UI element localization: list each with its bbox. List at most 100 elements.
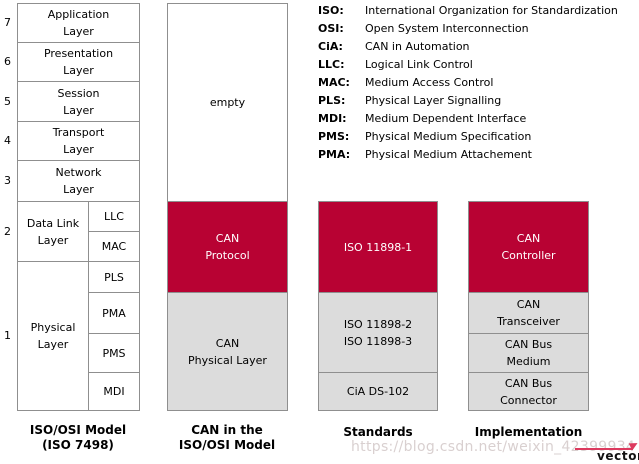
implementation-can-bus-medium-box: CAN Bus Medium	[468, 333, 589, 373]
box-label-line: Transceiver	[497, 315, 560, 328]
osi-network-layer-box: Network Layer	[17, 160, 140, 202]
box-label-line: ISO 11898-3	[343, 334, 413, 348]
abbreviation-legend: ISO: International Organization for Stan…	[318, 2, 618, 164]
box-label-line: LLC	[104, 210, 124, 223]
osi-pls-box: PLS	[88, 261, 140, 293]
layer-number-4: 4	[4, 134, 11, 147]
box-label-line: Transport	[52, 126, 105, 139]
caption-line: (ISO 7498)	[42, 438, 114, 452]
box-label-line: Layer	[37, 338, 69, 351]
legend-definition: Physical Medium Specification	[365, 130, 532, 143]
osi-pma-box: PMA	[88, 292, 140, 334]
legend-row: PMS: Physical Medium Specification	[318, 128, 618, 146]
caption-standards: Standards	[318, 425, 438, 440]
box-label-line: CAN Bus	[504, 376, 553, 390]
legend-row: ISO: International Organization for Stan…	[318, 2, 618, 20]
legend-abbr: LLC:	[318, 58, 345, 71]
osi-pms-box: PMS	[88, 333, 140, 373]
legend-definition: Open System Interconnection	[365, 22, 529, 35]
can-physical-layer-box: CAN Physical Layer	[167, 292, 288, 411]
box-label-line: Physical	[30, 321, 76, 334]
legend-row: LLC: Logical Link Control	[318, 56, 618, 74]
layer-number-2: 2	[4, 224, 11, 238]
legend-definition: Logical Link Control	[365, 58, 473, 71]
osi-llc-box: LLC	[88, 201, 140, 232]
vector-logo: vector	[597, 449, 639, 463]
box-label-line: CAN	[215, 232, 240, 245]
standard-cia-ds102-box: CiA DS-102	[318, 372, 438, 411]
box-label-line: Physical Layer	[188, 353, 267, 367]
implementation-can-controller-box: CAN Controller	[468, 201, 589, 293]
implementation-can-bus-connector-box: CAN Bus Connector	[468, 372, 589, 411]
legend-row: CiA: CAN in Automation	[318, 38, 618, 56]
caption-line: Implementation	[474, 425, 583, 439]
box-label-line: CAN Bus	[504, 338, 553, 351]
caption-line: Standards	[343, 425, 413, 439]
box-label-line: Medium	[506, 355, 551, 368]
box-label-line: Connector	[500, 393, 557, 407]
osi-transport-layer-box: Transport Layer	[17, 121, 140, 161]
legend-abbr: PMS:	[318, 130, 350, 143]
osi-physical-layer-box: Physical Layer	[17, 261, 89, 411]
legend-row: OSI: Open System Interconnection	[318, 20, 618, 38]
box-label-line: Layer	[63, 25, 94, 38]
osi-datalink-layer-box: Data Link Layer	[17, 201, 89, 262]
caption-line: ISO/OSI Model	[29, 423, 127, 437]
box-label-line: ISO 11898-2	[343, 317, 413, 331]
legend-definition: CAN in Automation	[365, 40, 470, 53]
legend-row: PLS: Physical Layer Signalling	[318, 92, 618, 110]
box-label-line: Controller	[501, 249, 556, 262]
can-empty-box: empty	[167, 3, 288, 202]
box-label-line: Network	[55, 166, 102, 179]
legend-abbr: ISO:	[318, 4, 344, 17]
legend-definition: Medium Dependent Interface	[365, 112, 527, 125]
caption-implementation: Implementation	[468, 425, 589, 440]
box-label-line: MAC	[101, 240, 127, 253]
box-label-line: CAN	[516, 232, 541, 245]
box-label-line: PLS	[104, 270, 124, 284]
caption-iso-osi-model: ISO/OSI Model (ISO 7498)	[8, 423, 148, 453]
legend-definition: Physical Layer Signalling	[365, 94, 502, 107]
osi-application-layer-box: Application Layer	[17, 3, 140, 43]
caption-line: ISO/OSI Model	[178, 438, 276, 452]
layer-number-7: 7	[4, 16, 11, 29]
box-label-line: Layer	[63, 183, 94, 196]
osi-mdi-box: MDI	[88, 372, 140, 411]
legend-row: MAC: Medium Access Control	[318, 74, 618, 92]
vector-logo-line	[575, 448, 633, 450]
legend-row: PMA: Physical Medium Attachement	[318, 146, 618, 164]
caption-line: CAN in the	[191, 423, 263, 437]
box-label-line: Presentation	[43, 47, 114, 60]
legend-definition: Physical Medium Attachement	[365, 148, 532, 161]
caption-can-in-iso-osi-model: CAN in the ISO/OSI Model	[157, 423, 297, 453]
box-label-line: Layer	[63, 64, 94, 77]
box-label-line: Data Link	[26, 216, 80, 230]
box-label-line: Application	[47, 8, 110, 21]
box-label-line: Layer	[37, 233, 69, 247]
legend-abbr: PMA:	[318, 148, 351, 161]
legend-definition: International Organization for Standardi…	[365, 4, 618, 17]
layer-number-5: 5	[4, 94, 11, 108]
box-label-line: empty	[209, 96, 246, 109]
layer-number-6: 6	[4, 55, 11, 68]
box-label-line: Session	[57, 86, 100, 100]
box-label-line: Protocol	[205, 249, 250, 262]
legend-abbr: PLS:	[318, 94, 346, 107]
csdn-watermark: https://blog.csdn.net/weixin_42399934	[351, 439, 636, 455]
implementation-can-transceiver-box: CAN Transceiver	[468, 292, 589, 334]
legend-abbr: OSI:	[318, 22, 344, 35]
standard-iso-11898-1-box: ISO 11898-1	[318, 201, 438, 293]
osi-mac-box: MAC	[88, 231, 140, 262]
osi-session-layer-box: Session Layer	[17, 81, 140, 122]
box-label-line: PMA	[102, 306, 126, 320]
legend-row: MDI: Medium Dependent Interface	[318, 110, 618, 128]
can-protocol-box: CAN Protocol	[167, 201, 288, 293]
legend-definition: Medium Access Control	[365, 76, 494, 89]
box-label-line: ISO 11898-1	[343, 240, 413, 254]
box-label-line: CAN	[516, 298, 541, 311]
box-label-line: PMS	[102, 346, 126, 360]
osi-presentation-layer-box: Presentation Layer	[17, 42, 140, 82]
box-label-line: CiA DS-102	[346, 385, 410, 398]
legend-abbr: MAC:	[318, 76, 350, 89]
